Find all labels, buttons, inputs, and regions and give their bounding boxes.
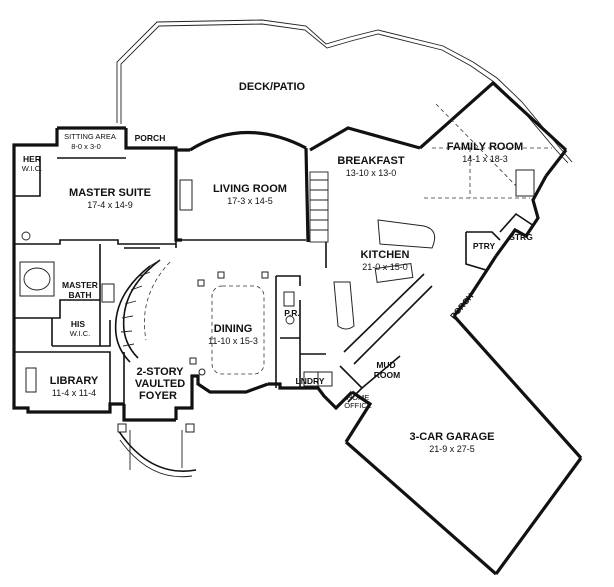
dining-label: DINING	[214, 323, 253, 335]
his-wic-label-2: W.I.C.	[70, 329, 90, 338]
room-labels: DECK/PATIO FAMILY ROOM 14-1 x 18-3 BREAK…	[22, 81, 533, 454]
kitchen-label: KITCHEN	[361, 249, 410, 261]
sitting-area-dims: 8-0 x 3-0	[71, 142, 101, 151]
garage-label: 3-CAR GARAGE	[410, 431, 495, 443]
ptry-label: PTRY	[473, 241, 496, 251]
foyer-label-3: FOYER	[139, 390, 177, 402]
foyer-label-2: VAULTED	[135, 378, 185, 390]
family-room-label: FAMILY ROOM	[447, 141, 523, 153]
interior-walls	[14, 103, 552, 405]
lndry-label: LNDRY	[296, 376, 325, 386]
porch-side-label: PORCH	[448, 291, 475, 321]
breakfast-stair	[309, 171, 329, 243]
living-room-dims: 17-3 x 14-5	[227, 196, 273, 206]
curved-staircase	[114, 259, 171, 363]
front-porch	[117, 423, 197, 478]
strg-label: STRG	[509, 232, 533, 242]
living-room-label: LIVING ROOM	[213, 183, 287, 195]
her-wic-label: HER	[23, 154, 41, 164]
deck-patio-label: DECK/PATIO	[239, 81, 306, 93]
her-wic-label-2: W.I.C.	[22, 164, 42, 173]
family-room-dims: 14-1 x 18-3	[462, 154, 508, 164]
mud-room-label-2: ROOM	[374, 370, 400, 380]
kitchen-dims: 21-0 x 15-0	[362, 262, 408, 272]
his-wic-label: HIS	[71, 319, 86, 329]
foyer-label-1: 2-STORY	[136, 366, 184, 378]
master-suite-label: MASTER SUITE	[69, 187, 151, 199]
garage-dims: 21-9 x 27-5	[429, 444, 475, 454]
master-bath-label-2: BATH	[69, 290, 92, 300]
library-dims: 11-4 x 11-4	[52, 388, 96, 398]
breakfast-label: BREAKFAST	[337, 155, 405, 167]
porch-upper-label: PORCH	[135, 133, 166, 143]
home-office-label: HOME	[347, 393, 370, 402]
pr-label: P.R.	[284, 308, 299, 318]
library-label: LIBRARY	[50, 375, 99, 387]
sitting-area-label: SITTING AREA	[64, 132, 116, 141]
dining-dims: 11-10 x 15-3	[208, 336, 258, 346]
home-office-label-2: OFFICE	[344, 401, 372, 410]
breakfast-dims: 13-10 x 13-0	[346, 168, 397, 178]
mud-room-label: MUD	[376, 360, 395, 370]
master-suite-dims: 17-4 x 14-9	[87, 200, 133, 210]
fixtures	[19, 169, 535, 393]
master-bath-label: MASTER	[62, 280, 98, 290]
